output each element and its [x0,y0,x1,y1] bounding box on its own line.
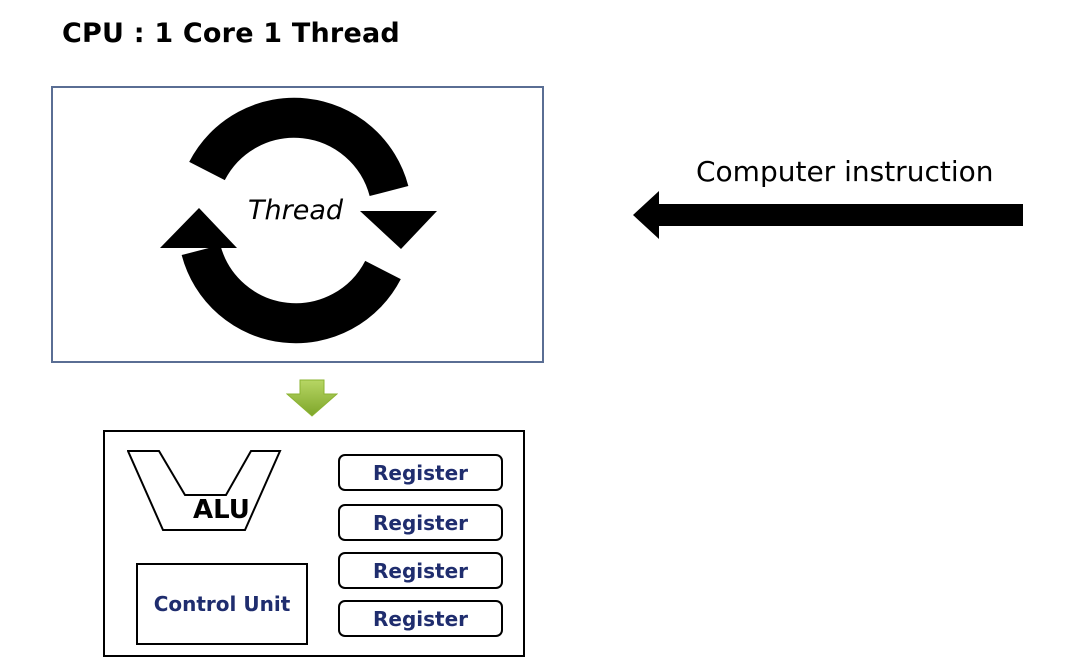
cpu-core-panel: ALU Control Unit Register Register Regis… [103,430,525,657]
thread-label: Thread [248,195,344,226]
diagram-title: CPU : 1 Core 1 Thread [62,18,400,49]
thread-panel: Thread [51,86,544,363]
register-3: Register [338,552,503,589]
register-2: Register [338,504,503,541]
alu-label: ALU [193,495,250,525]
register-4: Register [338,600,503,637]
down-arrow-icon [286,379,338,417]
alu-shape [127,450,282,531]
control-unit: Control Unit [136,563,308,645]
register-1: Register [338,454,503,491]
left-arrow-icon [633,191,1023,239]
cycle-arrows-icon [160,97,437,344]
instruction-label: Computer instruction [696,155,994,188]
